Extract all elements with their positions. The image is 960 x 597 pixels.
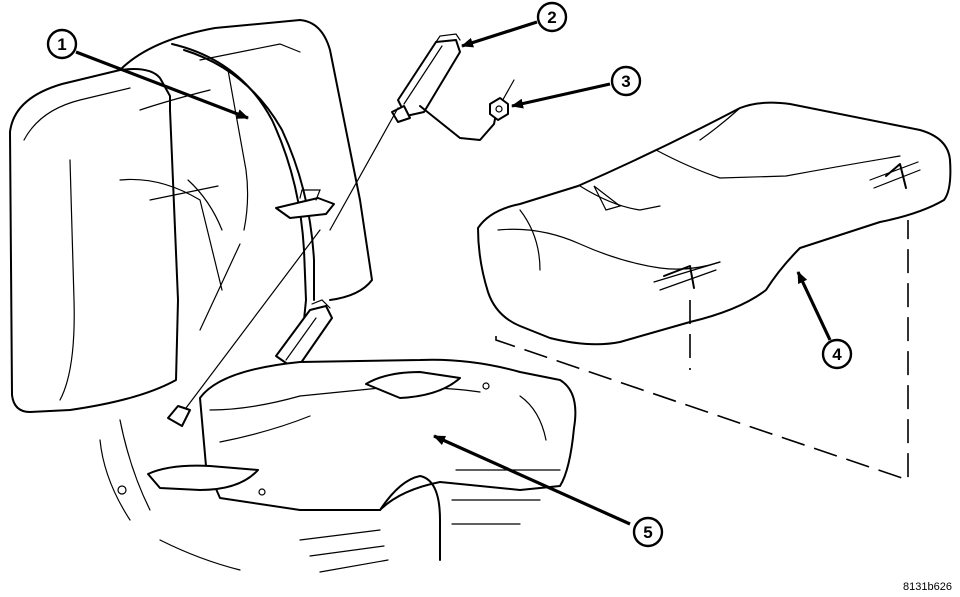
callout-4-arrow — [796, 271, 832, 341]
retaining-nut — [489, 97, 509, 121]
callout-5-arrow — [433, 434, 631, 526]
callout-3-label: 3 — [621, 72, 630, 91]
callout-4-label: 4 — [832, 345, 842, 364]
assembly-line — [495, 220, 909, 482]
callout-3: 3 — [610, 65, 642, 97]
callout-2-arrow — [461, 20, 538, 48]
seat-belt-webbing — [171, 43, 315, 321]
callout-4: 4 — [821, 338, 853, 370]
callout-2: 2 — [536, 1, 568, 33]
callout-5-label: 5 — [643, 523, 652, 542]
callout-5: 5 — [632, 516, 664, 548]
callout-1-label: 1 — [57, 35, 66, 54]
figure-id: 8131b626 — [903, 581, 952, 593]
callout-1-arrow — [75, 50, 249, 120]
belt-guide — [275, 189, 335, 219]
callout-1: 1 — [46, 28, 78, 60]
seat-belt-buckle — [329, 33, 515, 231]
seat-cushion — [477, 101, 952, 346]
callout-3-arrow — [511, 82, 611, 109]
seat-base-floor-pan — [99, 358, 577, 573]
callout-2-label: 2 — [547, 8, 556, 27]
seat-back — [9, 19, 373, 413]
anchor-stud — [167, 405, 191, 427]
